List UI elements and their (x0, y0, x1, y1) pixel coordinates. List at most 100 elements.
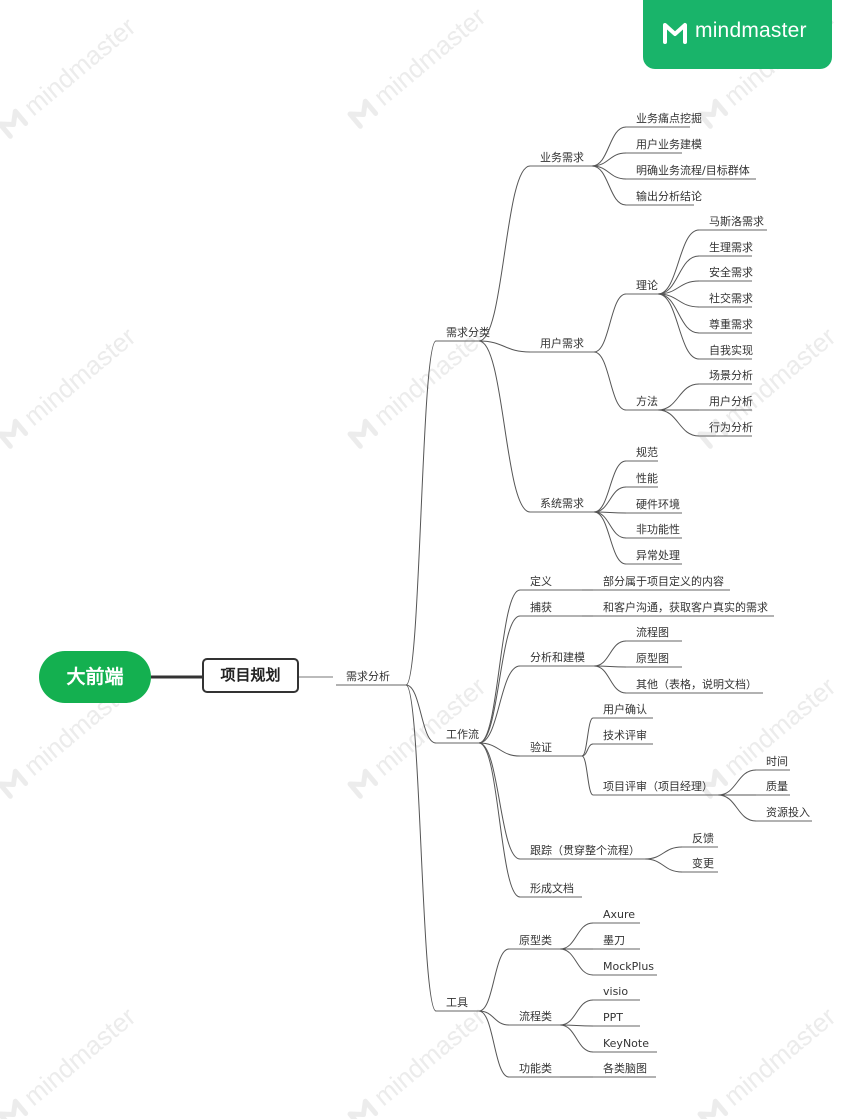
topic-label[interactable]: 用户分析 (709, 395, 753, 408)
topic-label[interactable]: visio (603, 985, 629, 998)
branch-connector (593, 511, 627, 565)
topic-label[interactable]: 性能 (636, 472, 658, 485)
main-topic[interactable]: 项目规划 (202, 658, 299, 693)
topic-label[interactable]: 理论 (636, 279, 658, 292)
topic-label[interactable]: 形成文档 (530, 882, 574, 895)
topic-label[interactable]: 方法 (636, 395, 658, 408)
topic-label[interactable]: 流程类 (519, 1010, 552, 1023)
branch-connector (478, 742, 521, 757)
topic-label[interactable]: 分析和建模 (530, 651, 585, 664)
branch-connector (593, 665, 627, 694)
branch-connector (559, 948, 594, 976)
topic-label[interactable]: 流程图 (636, 626, 669, 639)
topic-label[interactable]: 部分属于项目定义的内容 (603, 575, 724, 588)
branch-connector (657, 229, 700, 295)
topic-label[interactable]: 用户确认 (603, 703, 647, 716)
topic-label[interactable]: 用户业务建模 (636, 138, 702, 151)
topic-label[interactable]: 时间 (766, 755, 788, 768)
branch-connector (478, 1010, 510, 1026)
branch-connector (593, 460, 627, 513)
topic-label[interactable]: 需求分类 (446, 326, 490, 339)
topic-label[interactable]: 业务痛点挖掘 (636, 112, 702, 125)
topic-label[interactable]: 项目评审（项目经理） (603, 780, 713, 793)
branch-connector (717, 769, 757, 796)
topic-label[interactable]: 和客户沟通，获取客户真实的需求 (603, 601, 768, 614)
topic-label[interactable]: 非功能性 (636, 523, 680, 536)
topic-label[interactable]: 生理需求 (709, 241, 753, 254)
branch-connector (593, 486, 627, 513)
branch-connector (478, 665, 521, 744)
topic-label[interactable]: 行为分析 (709, 421, 753, 434)
branch-connector (644, 858, 683, 873)
topic-label[interactable]: 变更 (692, 857, 714, 870)
brand-name: mindmaster (695, 19, 807, 42)
topic-label[interactable]: 用户需求 (540, 337, 584, 350)
topic-label[interactable]: 各类脑图 (603, 1062, 647, 1075)
topic-label[interactable]: PPT (603, 1011, 623, 1024)
topic-label[interactable]: 资源投入 (766, 806, 810, 819)
topic-label[interactable]: MockPlus (603, 960, 655, 973)
branch-connector (593, 293, 627, 353)
brand-badge: mindmaster (643, 0, 832, 69)
branch-connector (405, 684, 437, 744)
topic-label[interactable]: 自我实现 (709, 344, 753, 357)
branch-connector (478, 589, 521, 744)
topic-label[interactable]: 明确业务流程/目标群体 (636, 164, 750, 177)
topic-label[interactable]: 社交需求 (709, 292, 753, 305)
branch-connector (559, 999, 594, 1026)
branch-connector (405, 684, 437, 1012)
topic-label[interactable]: Axure (603, 908, 636, 921)
topic-label[interactable]: 定义 (530, 575, 552, 588)
topic-label[interactable]: 反馈 (692, 832, 714, 845)
branch-connector (559, 1024, 594, 1053)
branch-connector (478, 948, 510, 1012)
branch-connector (593, 640, 627, 667)
topic-label[interactable]: 规范 (636, 446, 658, 459)
branch-connector (593, 351, 627, 411)
branch-connector (581, 717, 594, 757)
branch-connector (657, 409, 700, 437)
root-topic[interactable]: 大前端 (39, 651, 151, 703)
branch-connector (478, 165, 531, 342)
topic-label[interactable]: 硬件环境 (636, 498, 680, 511)
topic-label[interactable]: 马斯洛需求 (709, 215, 764, 228)
topic-label[interactable]: 输出分析结论 (636, 190, 702, 203)
branch-connector (478, 340, 531, 513)
topic-label[interactable]: 功能类 (519, 1062, 552, 1075)
branch-connector (405, 340, 437, 686)
topic-label[interactable]: 系统需求 (540, 497, 584, 510)
mindmaster-logo-icon (663, 23, 687, 44)
topic-label[interactable]: 墨刀 (603, 934, 625, 947)
branch-connector (581, 755, 594, 796)
branch-connector (593, 511, 627, 539)
topic-label[interactable]: 技术评审 (603, 729, 647, 742)
topic-label[interactable]: 需求分析 (346, 670, 390, 683)
topic-label[interactable]: 安全需求 (709, 266, 753, 279)
topic-label[interactable]: 工作流 (446, 728, 479, 741)
branch-connector (591, 152, 627, 167)
topic-label[interactable]: 跟踪（贯穿整个流程） (530, 844, 640, 857)
branch-connector (478, 340, 531, 353)
topic-label[interactable]: 工具 (446, 996, 468, 1009)
topic-label[interactable]: 质量 (766, 780, 788, 793)
branch-connector (657, 255, 700, 295)
branch-connector (591, 126, 627, 167)
branch-connector (657, 383, 700, 411)
topic-label[interactable]: 业务需求 (540, 151, 584, 164)
topic-label[interactable]: 捕获 (530, 601, 552, 614)
topic-label[interactable]: KeyNote (603, 1037, 649, 1050)
topic-label[interactable]: 验证 (530, 741, 552, 754)
topic-label[interactable]: 其他（表格，说明文档） (636, 678, 757, 691)
branch-connector (559, 922, 594, 950)
topic-label[interactable]: 原型类 (519, 934, 552, 947)
branch-connector (591, 165, 627, 206)
branch-connector (478, 742, 521, 898)
branch-connector (581, 743, 594, 757)
topic-label[interactable]: 场景分析 (709, 369, 753, 382)
branch-connector (478, 615, 521, 744)
branch-connector (657, 280, 700, 295)
topic-label[interactable]: 尊重需求 (709, 318, 753, 331)
topic-label[interactable]: 异常处理 (636, 549, 680, 562)
topic-label[interactable]: 原型图 (636, 652, 669, 665)
